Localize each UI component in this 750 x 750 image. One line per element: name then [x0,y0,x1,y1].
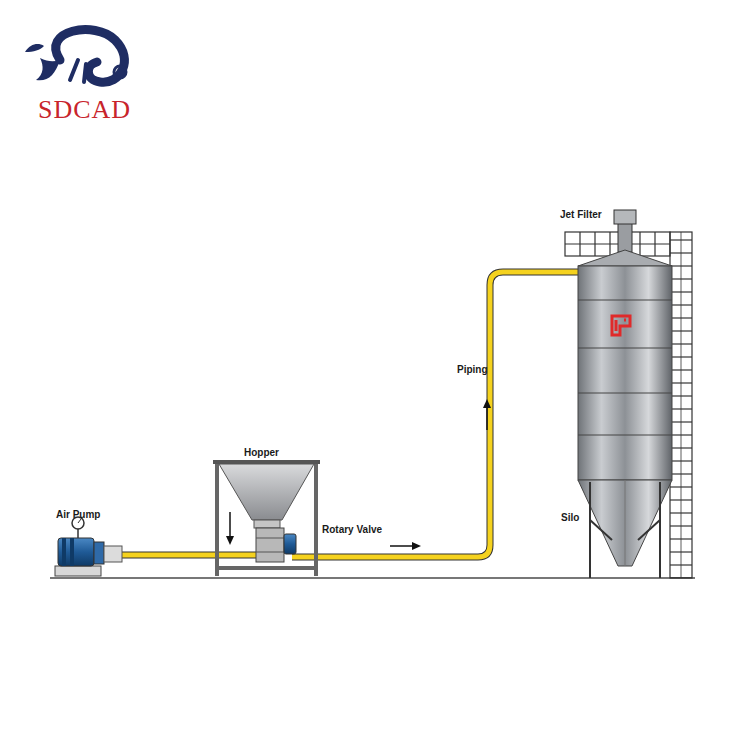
air-pump [55,517,122,576]
logo-mark [25,30,126,83]
part-label: Rotary Valve [322,524,382,535]
flow-arrow [486,406,488,430]
ground-line [50,577,695,579]
part-label: Jet Filter [560,209,602,220]
logo-text: SDCAD [38,96,131,125]
hopper [213,460,320,576]
flow-arrow [390,545,414,547]
part-label: Hopper [244,447,279,458]
silo [565,210,692,578]
part-label: Piping [457,364,488,375]
part-label: Air Pump [56,509,100,520]
conveying-pipe [118,272,580,557]
part-label: Silo [561,512,579,523]
